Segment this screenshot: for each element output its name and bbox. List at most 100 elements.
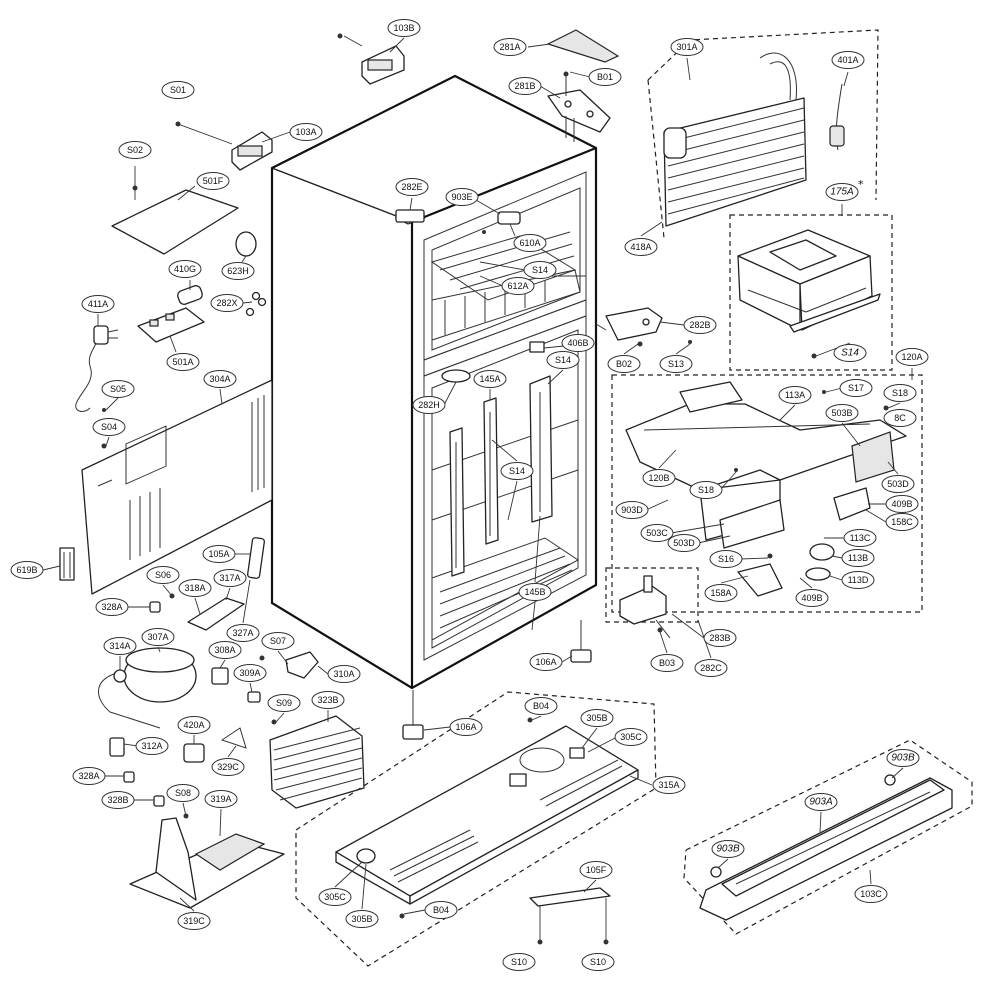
callout-ellipse: [841, 549, 875, 567]
callout-ellipse: [166, 353, 200, 371]
callout-label: 409B: [891, 499, 912, 509]
callout-s13: S13: [659, 355, 693, 373]
callout-ellipse: [883, 384, 917, 402]
callout-label: 319C: [183, 916, 205, 926]
callout-105f: 105F: [579, 861, 613, 879]
callout-ellipse: [546, 351, 580, 369]
callout-411a: 411A: [81, 295, 115, 313]
callout-ellipse: [704, 584, 738, 602]
callout-label: S09: [276, 698, 292, 708]
callout-501f: 501F: [196, 172, 230, 190]
callout-label: S17: [848, 383, 864, 393]
callout-619b: 619B: [10, 561, 44, 579]
callout-label: B03: [659, 658, 675, 668]
callout-310a: 310A: [327, 665, 361, 683]
callout-label: 319A: [210, 794, 231, 804]
callout-label: 175A: [830, 187, 854, 198]
callout-label: 903B: [891, 753, 915, 764]
callout-145b: 145B: [518, 583, 552, 601]
callout-ellipse: [524, 697, 558, 715]
callout-903b: 903B: [711, 840, 745, 858]
callout-ellipse: [311, 691, 345, 709]
callout-label: S14: [509, 466, 525, 476]
callout-label: 409B: [801, 593, 822, 603]
callout-103c: 103C: [854, 885, 888, 903]
power-cord-411A: [75, 325, 119, 412]
callout-label: 318A: [184, 583, 205, 593]
callout-label: S13: [668, 359, 684, 369]
callout-ellipse: [854, 885, 888, 903]
callout-label: S14: [532, 265, 548, 275]
callout-label: B02: [616, 359, 632, 369]
callout-ellipse: [667, 534, 701, 552]
callout-113a: 113A: [778, 386, 812, 404]
callout-ellipse: [652, 776, 686, 794]
callout-ellipse: [213, 569, 247, 587]
callout-s17: S17: [839, 379, 873, 397]
callout-503d: 503D: [881, 475, 915, 493]
callout-ellipse: [135, 737, 169, 755]
callout-328a: 328A: [95, 598, 129, 616]
callout-305c: 305C: [318, 888, 352, 906]
callout-ellipse: [885, 495, 919, 513]
callout-label: 113A: [785, 390, 805, 400]
callout-ellipse: [825, 404, 859, 422]
callout-319c: 319C: [177, 912, 211, 930]
callout-ellipse: [204, 790, 238, 808]
callout-305c: 305C: [614, 728, 648, 746]
callout-label: 158A: [710, 588, 731, 598]
callout-ellipse: [615, 501, 649, 519]
callout-283b: 283B: [703, 629, 737, 647]
callout-ellipse: [843, 529, 877, 547]
callout-ellipse: [318, 888, 352, 906]
callout-ellipse: [841, 571, 875, 589]
callout-ellipse: [624, 238, 658, 256]
callout-label: 610A: [519, 238, 540, 248]
screws-282X: [245, 291, 267, 317]
callout-903a: 903A: [804, 793, 838, 811]
callout-ellipse: [659, 355, 693, 373]
callout-label: 305B: [586, 713, 607, 723]
callout-ellipse: [825, 183, 859, 201]
callout-145a: 145A: [473, 370, 507, 388]
callout-label: 315A: [658, 780, 679, 790]
callout-label: 503D: [887, 479, 909, 489]
callout-label: 106A: [455, 722, 476, 732]
callout-ellipse: [177, 716, 211, 734]
callout-328a: 328A: [72, 767, 106, 785]
callout-s06: S06: [146, 566, 180, 584]
callout-610a: 610A: [513, 234, 547, 252]
leader-lines: [42, 37, 913, 915]
callout-label: 312A: [141, 741, 162, 751]
callout-ellipse: [885, 513, 919, 531]
callout-ellipse: [895, 348, 929, 366]
callout-label: 106A: [535, 657, 556, 667]
callout-327a: 327A: [226, 624, 260, 642]
callout-158a: 158A: [704, 584, 738, 602]
callout-label: 103C: [860, 889, 882, 899]
callout-label: 304A: [209, 374, 230, 384]
callout-label: S14: [841, 348, 859, 359]
ice-bin-assembly: [729, 214, 893, 371]
callout-623h: 623H: [221, 262, 255, 280]
callout-label: 120B: [648, 473, 669, 483]
callout-label: S16: [718, 554, 734, 564]
callout-s14: S14: [500, 462, 534, 480]
callout-ellipse: [689, 481, 723, 499]
callout-s09: S09: [267, 694, 301, 712]
callout-113b: 113B: [841, 549, 875, 567]
part-623H: [235, 231, 257, 257]
callout-label: 310A: [333, 669, 354, 679]
callout-label: 282C: [700, 663, 722, 673]
callout-label: 8C: [894, 413, 906, 423]
callout-label: 113D: [848, 575, 869, 585]
callout-ellipse: [670, 38, 704, 56]
callout-label: 301A: [676, 42, 697, 52]
callout-ellipse: [580, 709, 614, 727]
callout-329c: 329C: [211, 758, 245, 776]
callout-420a: 420A: [177, 716, 211, 734]
callout-label: 317A: [219, 573, 240, 583]
callout-ellipse: [445, 188, 479, 206]
callout-103b: 103B: [387, 19, 421, 37]
